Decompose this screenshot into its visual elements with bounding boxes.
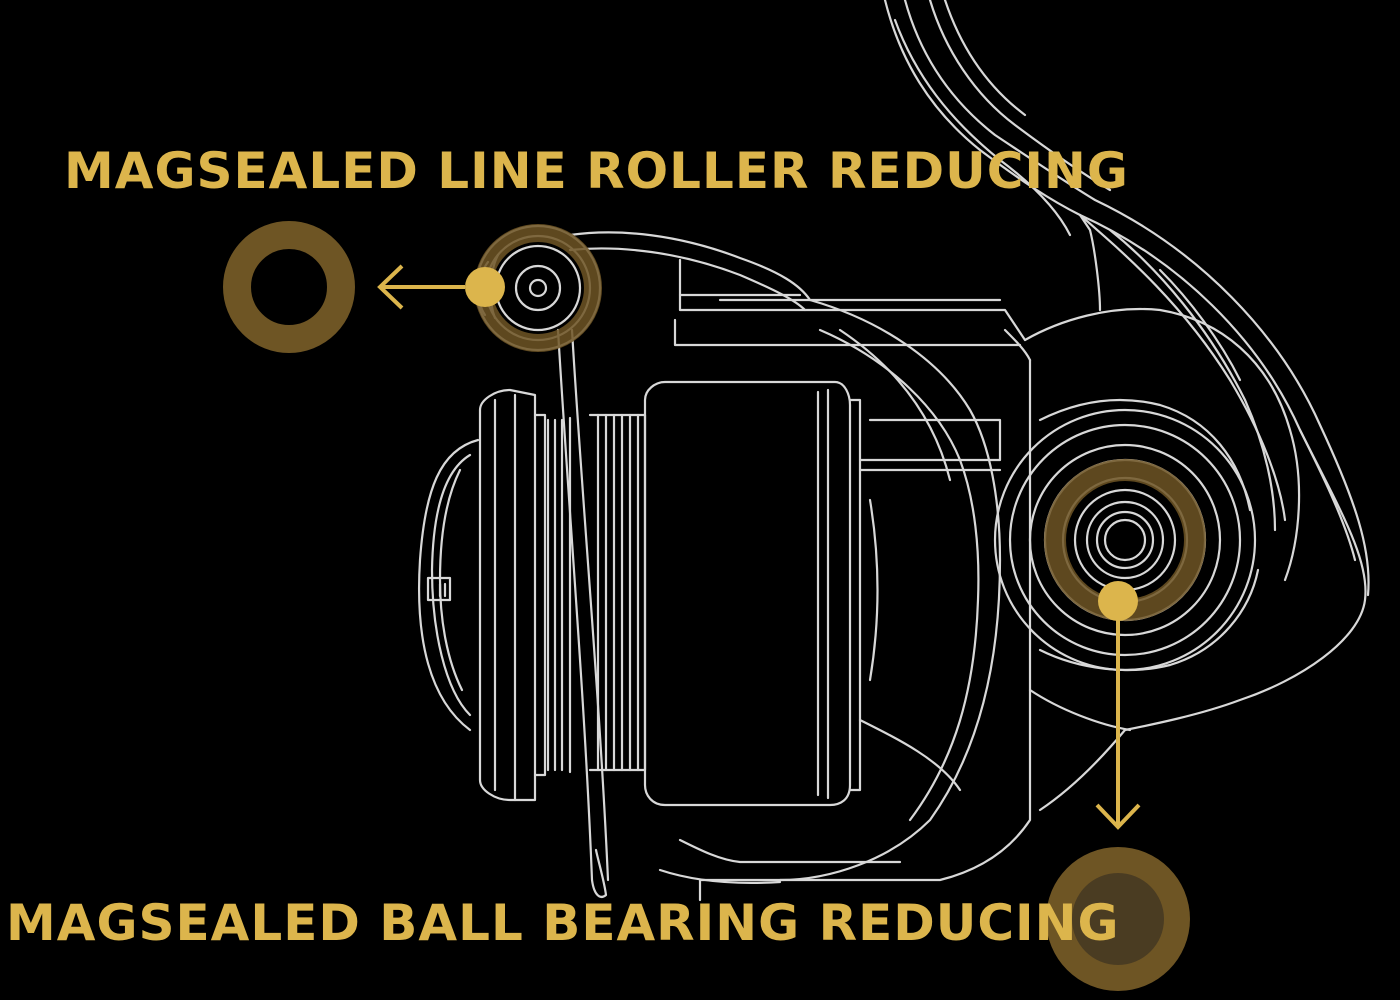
ball-bearing-label: MAGSEALED BALL BEARING REDUCING: [6, 898, 1120, 948]
ring-icon: [237, 235, 341, 339]
spool: [480, 382, 860, 805]
gold-highlights: [237, 233, 1195, 991]
rotor-skirt-bottom: [660, 840, 900, 900]
ball-bearing-pointer-dot: [1098, 581, 1138, 621]
bearing-housing-rings: [995, 410, 1255, 670]
line-roller-label: MAGSEALED LINE ROLLER REDUCING: [64, 146, 1129, 196]
line-roller-pointer-dot: [465, 267, 505, 307]
drag-knob: [419, 440, 478, 730]
